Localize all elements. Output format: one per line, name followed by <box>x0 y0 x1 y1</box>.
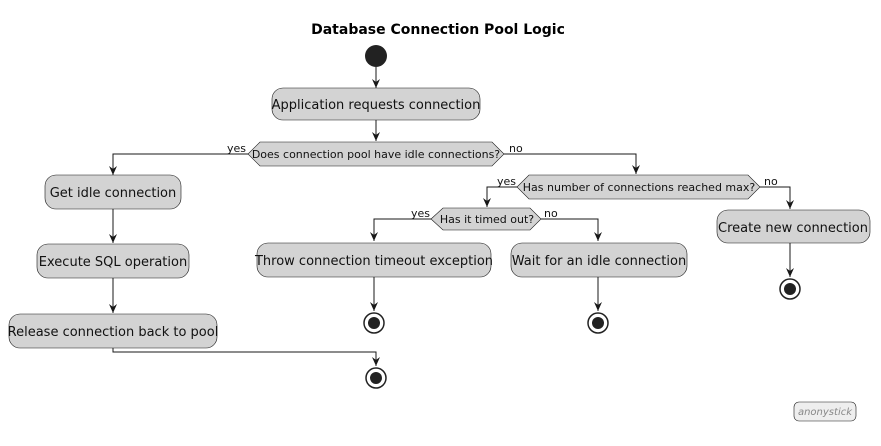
decision-timed-out: Has it timed out? <box>430 207 542 231</box>
action-wait-idle-label: Wait for an idle connection <box>512 254 686 269</box>
action-throw-timeout-label: Throw connection timeout exception <box>254 254 493 269</box>
end-node-create <box>779 278 801 300</box>
branch-label-no-timeout: no <box>544 207 558 220</box>
diagram-title: Database Connection Pool Logic <box>311 22 565 38</box>
decision-max-reached: Has number of connections reached max? <box>516 174 761 200</box>
end-node-throw <box>363 312 385 334</box>
footer-label: anonystick <box>798 407 853 418</box>
edge-idle-yes <box>109 153 248 175</box>
branch-label-no-idle: no <box>509 142 523 155</box>
end-node-release <box>365 367 387 389</box>
edge-idle-no <box>504 153 640 174</box>
action-request: Application requests connection <box>272 87 481 121</box>
branch-label-yes-timeout: yes <box>411 207 430 220</box>
start-node <box>365 45 387 67</box>
branch-label-no-max: no <box>764 175 778 188</box>
action-create-new: Create new connection <box>716 209 871 244</box>
edge-max-no <box>760 186 794 209</box>
action-wait-idle: Wait for an idle connection <box>510 242 688 278</box>
action-execute-sql: Execute SQL operation <box>36 243 190 279</box>
action-get-idle: Get idle connection <box>44 174 182 210</box>
action-throw-timeout: Throw connection timeout exception <box>254 242 493 278</box>
decision-timed-out-label: Has it timed out? <box>440 213 534 226</box>
action-release: Release connection back to pool <box>8 313 219 349</box>
edge-release-end <box>112 348 380 366</box>
branch-label-yes-idle: yes <box>227 142 246 155</box>
action-request-label: Application requests connection <box>272 98 481 113</box>
edges <box>109 67 794 366</box>
decision-max-reached-label: Has number of connections reached max? <box>523 181 756 194</box>
end-node-wait <box>587 312 609 334</box>
decision-has-idle-label: Does connection pool have idle connectio… <box>252 148 500 161</box>
decision-has-idle: Does connection pool have idle connectio… <box>247 141 505 167</box>
edge-timeout-no <box>541 218 602 241</box>
action-execute-sql-label: Execute SQL operation <box>39 255 187 270</box>
branch-label-yes-max: yes <box>497 175 516 188</box>
action-get-idle-label: Get idle connection <box>50 186 177 201</box>
action-release-label: Release connection back to pool <box>8 325 219 340</box>
footer-badge: anonystick <box>793 401 857 422</box>
edge-timeout-yes <box>370 218 431 241</box>
edge-max-yes <box>483 186 517 207</box>
action-create-new-label: Create new connection <box>718 221 868 236</box>
